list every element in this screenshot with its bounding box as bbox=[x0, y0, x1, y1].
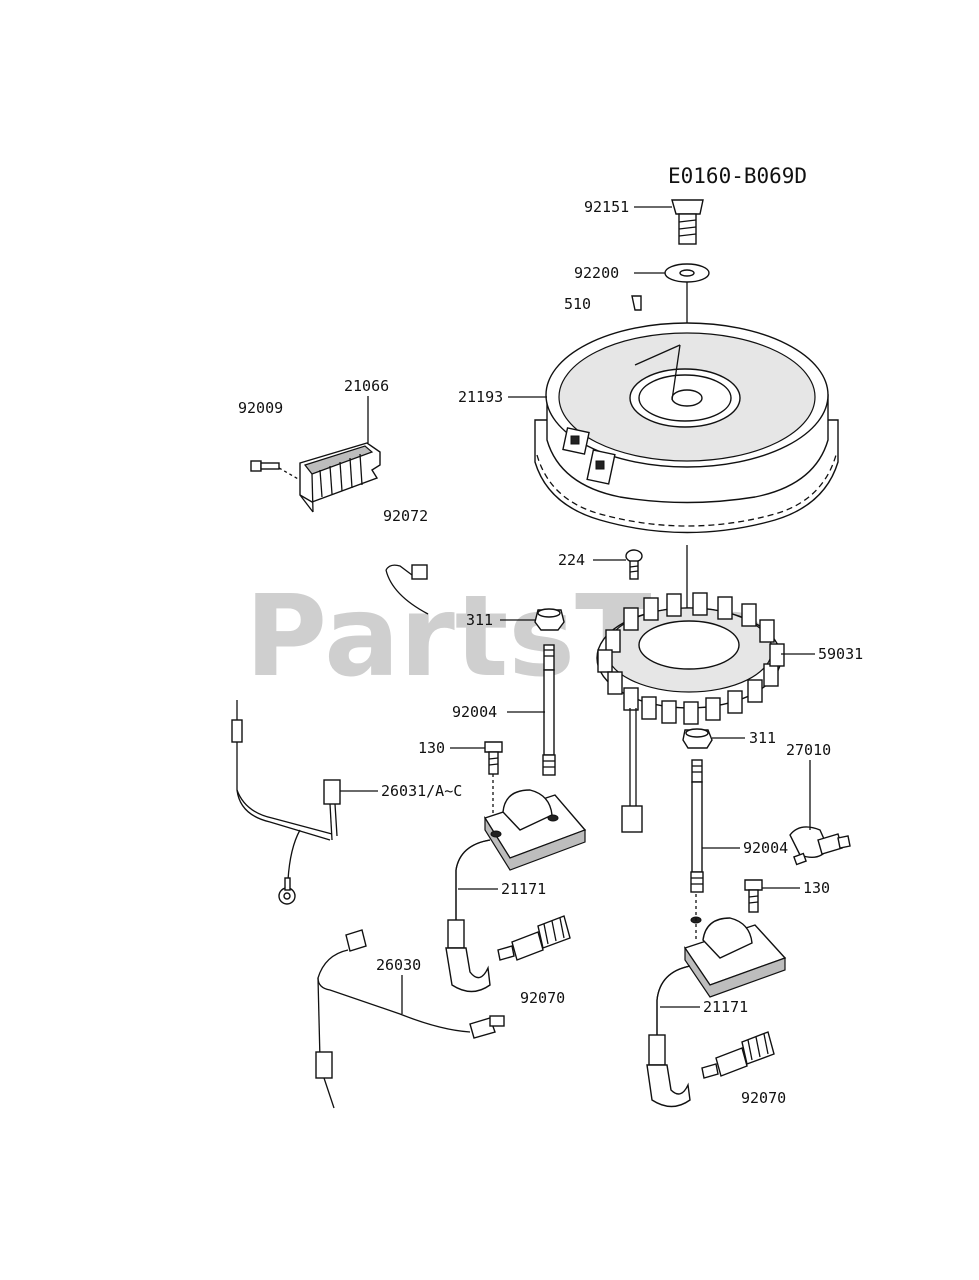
stud-92004-right bbox=[690, 759, 704, 893]
ignition-coil-right bbox=[646, 894, 787, 1108]
label-21066: 21066 bbox=[344, 377, 389, 395]
wire-harness-26031 bbox=[231, 700, 341, 905]
label-130-left: 130 bbox=[418, 739, 445, 757]
bolt-92151 bbox=[671, 199, 704, 245]
label-224: 224 bbox=[558, 551, 585, 569]
screw-224 bbox=[625, 549, 643, 580]
label-21171-right: 21171 bbox=[703, 998, 748, 1016]
flywheel-21193 bbox=[534, 322, 839, 534]
diagram-code: E0160-B069D bbox=[668, 164, 807, 188]
label-92070-right: 92070 bbox=[741, 1089, 786, 1107]
label-21171-left: 21171 bbox=[501, 880, 546, 898]
spark-plug-92070-left bbox=[497, 915, 571, 961]
label-130-right: 130 bbox=[803, 879, 830, 897]
oil-pressure-switch-27010 bbox=[789, 826, 851, 866]
label-510: 510 bbox=[564, 295, 591, 313]
nut-311-right bbox=[682, 728, 713, 749]
label-92072: 92072 bbox=[383, 507, 428, 525]
bolt-130-right bbox=[744, 879, 763, 913]
washer-92200 bbox=[664, 263, 710, 283]
wire-band-92072 bbox=[385, 564, 429, 615]
label-92004-left: 92004 bbox=[452, 703, 497, 721]
stator-59031 bbox=[596, 592, 785, 833]
regulator-21066 bbox=[299, 442, 381, 513]
spark-plug-92070-right bbox=[701, 1031, 775, 1079]
label-26030: 26030 bbox=[376, 956, 421, 974]
label-311-top: 311 bbox=[466, 611, 493, 629]
nut-311-top bbox=[534, 608, 565, 631]
label-311-right: 311 bbox=[749, 729, 776, 747]
label-59031: 59031 bbox=[818, 645, 863, 663]
bolt-130-left bbox=[484, 741, 503, 830]
label-92009: 92009 bbox=[238, 399, 283, 417]
label-92004-right: 92004 bbox=[743, 839, 788, 857]
label-92151: 92151 bbox=[584, 198, 629, 216]
label-92070-left: 92070 bbox=[520, 989, 565, 1007]
stud-92004-left bbox=[542, 644, 556, 776]
label-21193: 21193 bbox=[458, 388, 503, 406]
lead-wire-26030 bbox=[315, 929, 505, 1109]
ignition-coil-left bbox=[445, 789, 587, 993]
label-26031: 26031/A~C bbox=[381, 782, 462, 800]
key-510 bbox=[631, 295, 642, 311]
label-27010: 27010 bbox=[786, 741, 831, 759]
label-92200: 92200 bbox=[574, 264, 619, 282]
screw-92009 bbox=[250, 460, 301, 481]
